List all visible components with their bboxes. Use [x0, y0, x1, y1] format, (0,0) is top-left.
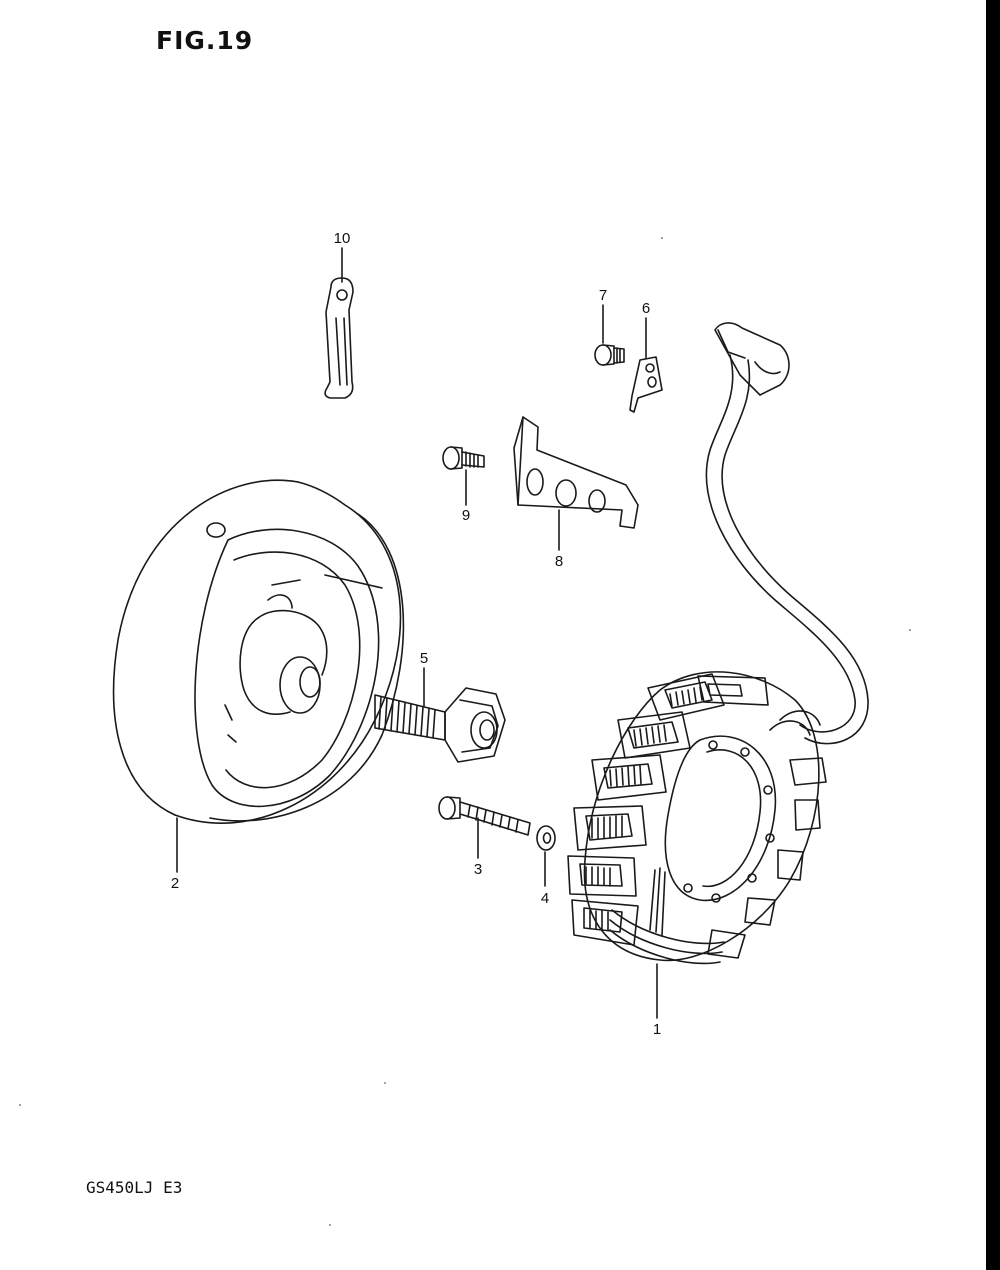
callout-labels: 10 7 6 9 8 5 2 3 4 1: [171, 230, 661, 1038]
callout-3: 3: [474, 861, 482, 878]
callout-9: 9: [462, 507, 470, 524]
part-bolt: [374, 687, 506, 763]
callout-1: 1: [653, 1021, 661, 1038]
part-plate: [629, 356, 663, 413]
model-code: GS450LJ E3: [86, 1178, 183, 1197]
callout-4: 4: [541, 890, 549, 907]
part-clamp: [324, 277, 354, 399]
part-stator: [567, 322, 869, 965]
figure-title: FIG.19: [156, 26, 254, 55]
leader-lines: [176, 247, 658, 1019]
part-rotor: [112, 479, 405, 824]
scan-specks: [19, 237, 911, 1226]
part-screw-9: [442, 446, 485, 470]
callout-7: 7: [599, 287, 607, 304]
part-washer: [536, 825, 556, 851]
scan-edge: [986, 0, 1000, 1270]
part-small-screw: [594, 344, 625, 366]
callout-8: 8: [555, 553, 563, 570]
callout-6: 6: [642, 300, 650, 317]
part-bracket: [513, 416, 639, 529]
callout-2: 2: [171, 875, 179, 892]
part-long-screw: [438, 796, 531, 836]
callout-5: 5: [420, 650, 428, 667]
callout-10: 10: [334, 230, 351, 247]
